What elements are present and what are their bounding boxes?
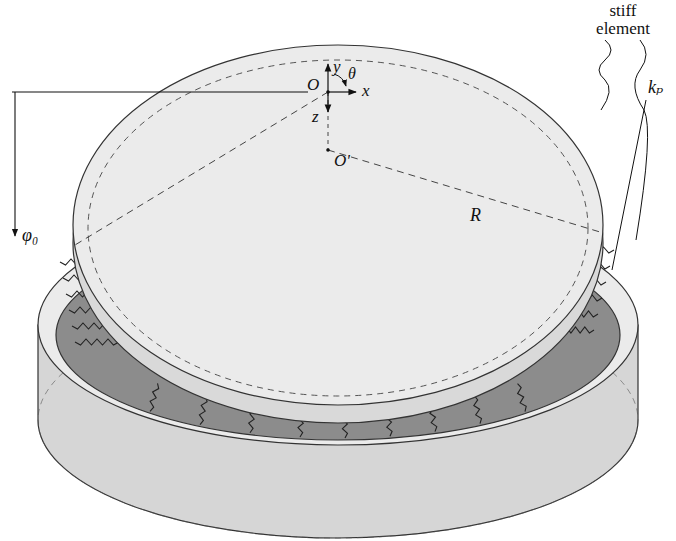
spring-symbol	[518, 384, 527, 412]
point-label: O'	[334, 152, 350, 170]
dimension-label: R	[470, 206, 481, 225]
angle-label: φ₀	[22, 226, 38, 245]
point-label: O	[307, 76, 319, 94]
spring-symbol	[199, 397, 207, 425]
spring-symbol	[75, 339, 119, 345]
part-label: stiff element	[586, 2, 660, 38]
angle-label: θ	[348, 66, 356, 83]
spring-symbol	[150, 383, 159, 411]
axis-label: z	[312, 108, 319, 126]
axis-label: x	[362, 82, 370, 100]
spring-symbol	[474, 396, 482, 424]
axis-label: y	[333, 58, 341, 76]
stiffness-label: kₚ	[648, 78, 663, 97]
